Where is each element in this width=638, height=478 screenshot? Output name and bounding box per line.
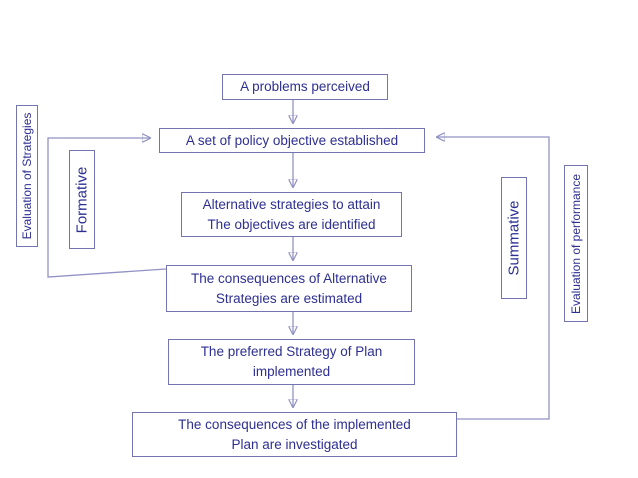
- summative-feedback-line: [437, 137, 550, 420]
- formative-feedback-line: [47, 138, 167, 278]
- side-label-evaluation-of-performance: Evaluation of performance: [564, 165, 588, 322]
- flow-box-alternative-strategies: Alternative strategies to attain The obj…: [181, 192, 402, 237]
- flow-box-preferred-strategy: The preferred Strategy of Plan implement…: [168, 339, 415, 385]
- side-label-summative-text: Summative: [505, 200, 523, 276]
- side-label-evaluation-of-performance-text: Evaluation of performance: [569, 173, 583, 314]
- side-label-formative-text: Formative: [73, 166, 91, 233]
- side-label-evaluation-of-strategies-text: Evaluation of Strategies: [20, 112, 34, 240]
- side-label-summative: Summative: [501, 177, 527, 299]
- flow-box-consequences-estimated: The consequences of Alternative Strategi…: [166, 265, 412, 312]
- side-label-evaluation-of-strategies: Evaluation of Strategies: [16, 105, 38, 247]
- flow-box-policy-objective: A set of policy objective established: [159, 128, 425, 153]
- flow-box-consequences-investigated: The consequences of the implemented Plan…: [132, 412, 457, 457]
- flow-box-problems-perceived: A problems perceived: [222, 74, 388, 100]
- side-label-formative: Formative: [69, 150, 95, 249]
